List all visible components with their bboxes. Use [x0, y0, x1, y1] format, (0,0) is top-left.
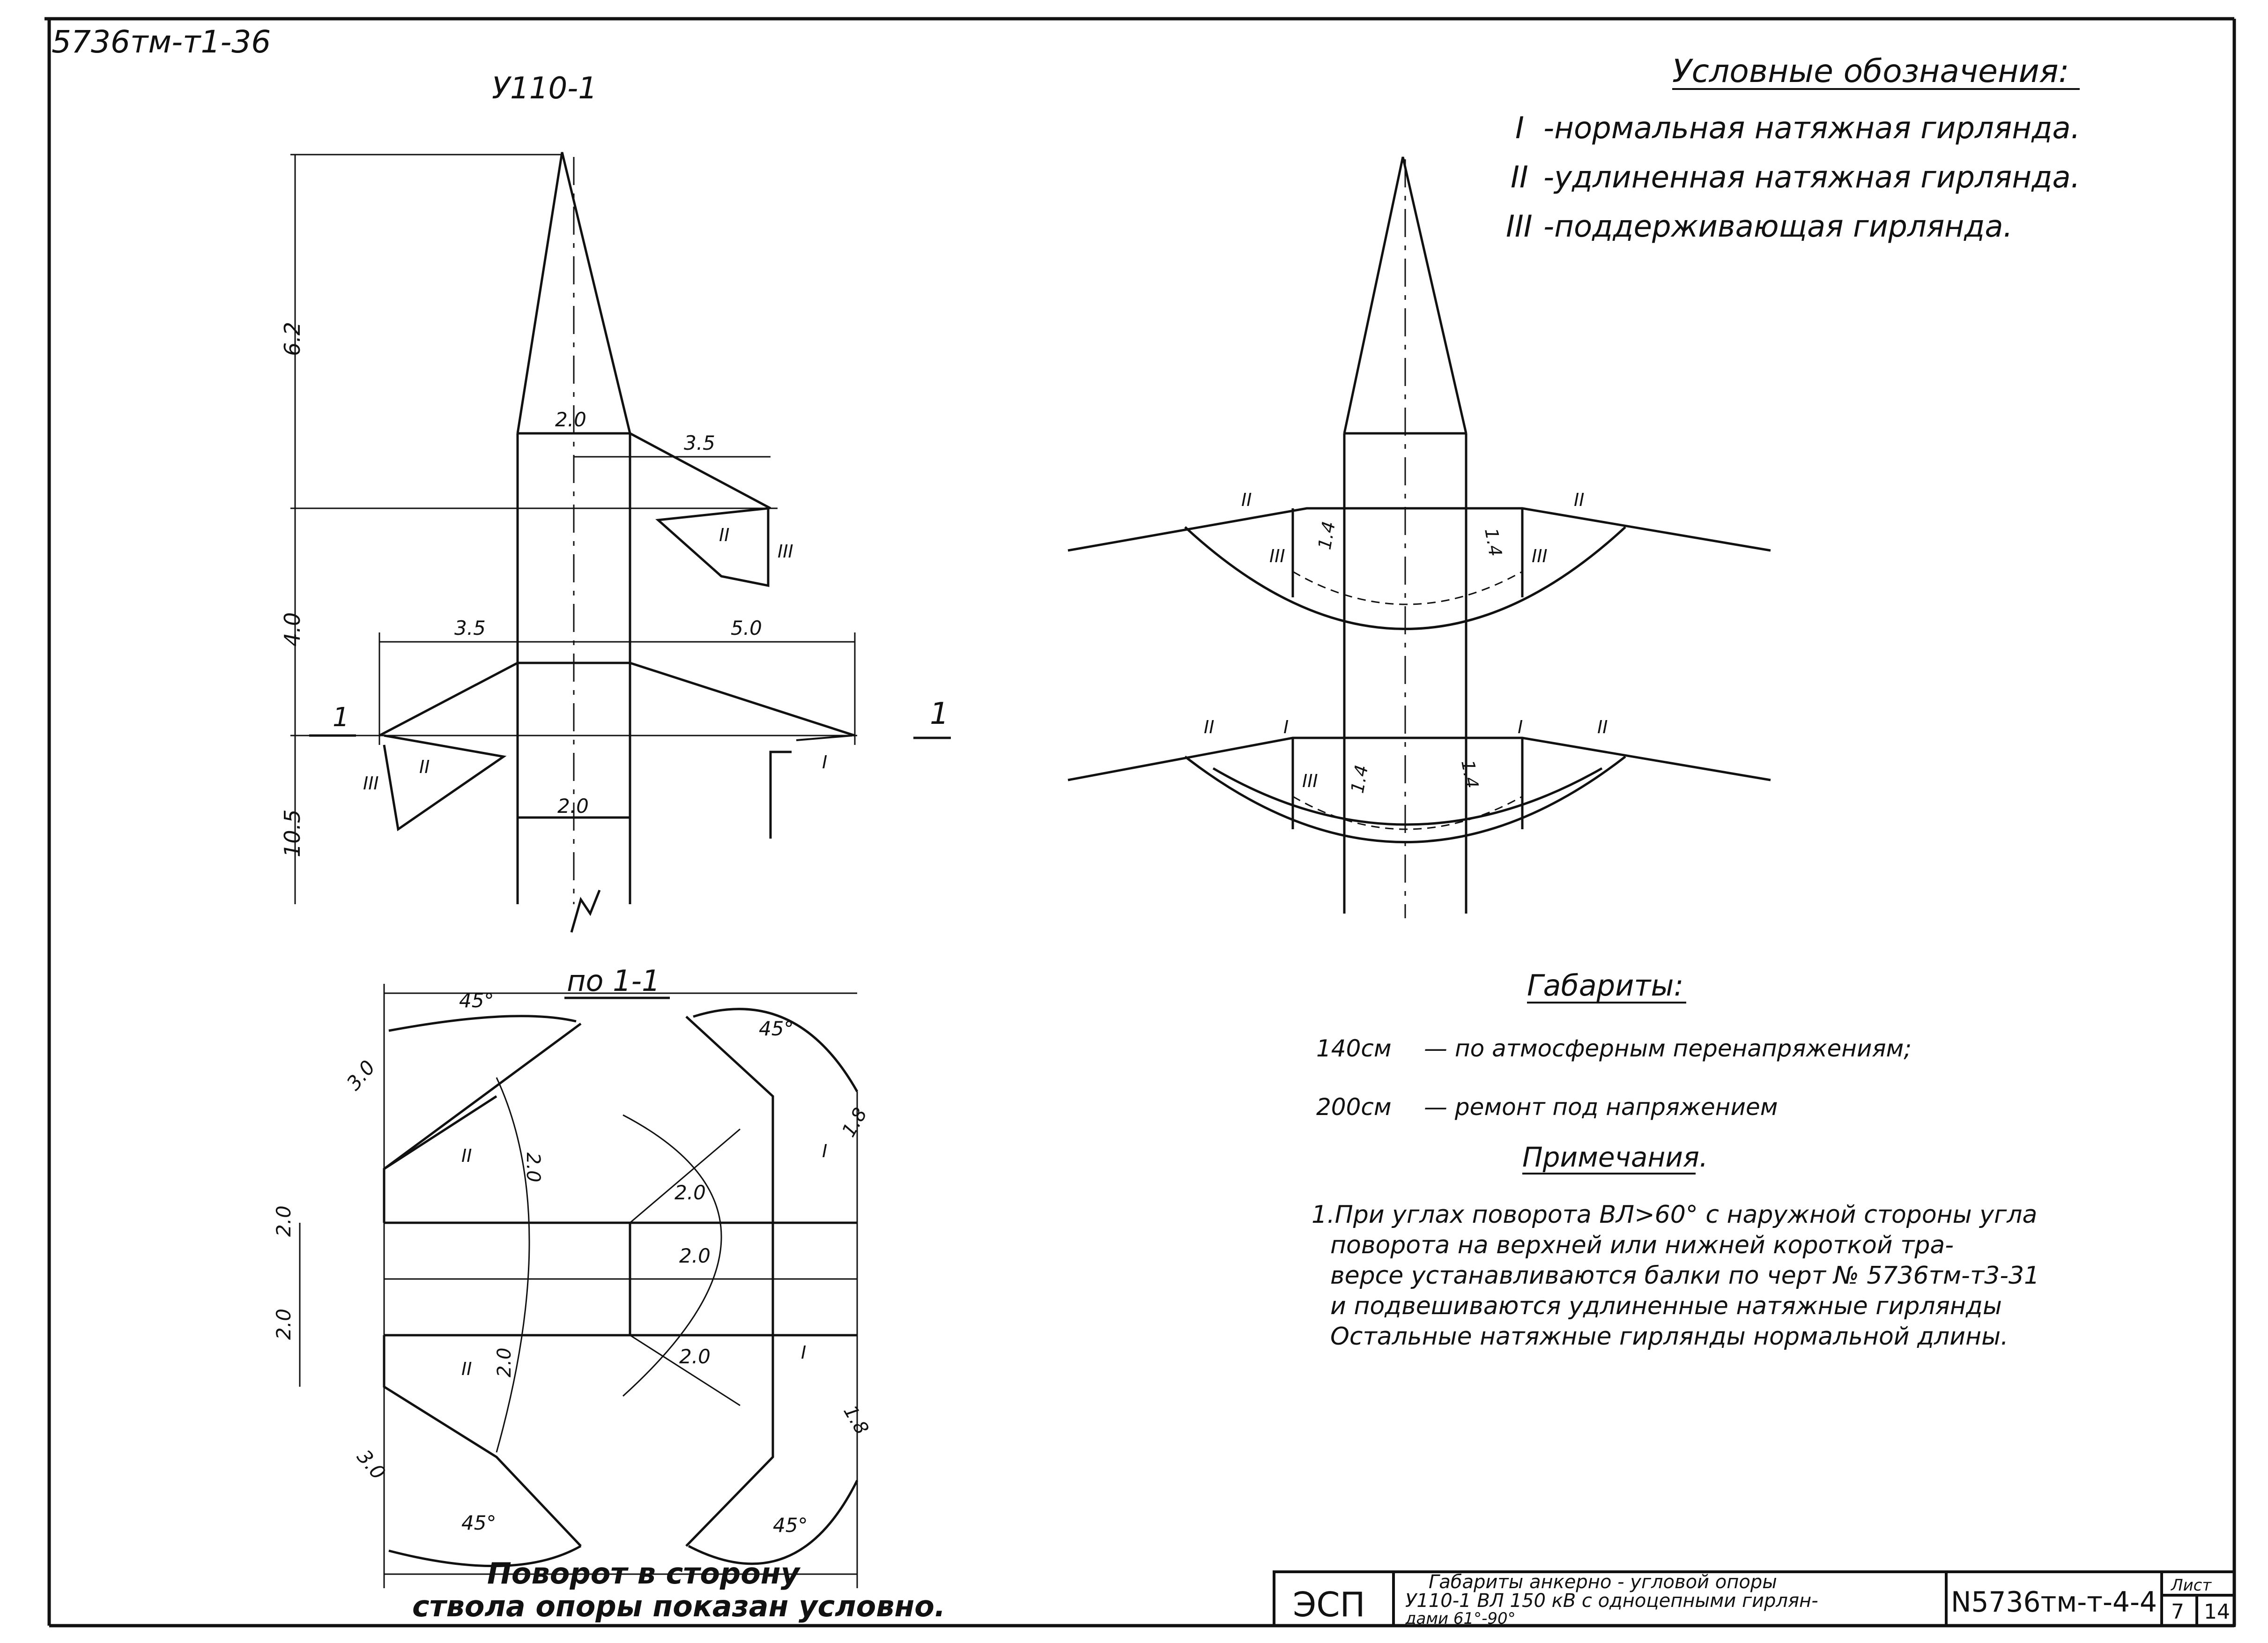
- corner-code: 5736тм-т1-36: [52, 24, 271, 60]
- section-marker-left: 1: [333, 702, 349, 733]
- dim-i-a: 1.4: [1314, 520, 1340, 551]
- clearance-value-2: 200см: [1316, 1093, 1392, 1121]
- dim-w-bot: 2.0: [557, 795, 589, 818]
- dim-arm-right: 5.0: [731, 617, 762, 639]
- dim-h-top: 6.2: [280, 322, 305, 356]
- legend: Условные обозначения: I -нормальная натя…: [1506, 53, 2080, 244]
- legend-text-1: -нормальная натяжная гирлянда.: [1543, 111, 2080, 146]
- dim-v-b: 2.0: [494, 1347, 515, 1377]
- dim-r-c: 2.0: [679, 1345, 711, 1368]
- notes-title: Примечания.: [1522, 1141, 1708, 1173]
- clearance-value-1: 140см: [1316, 1035, 1392, 1062]
- mark-m2: III: [778, 541, 793, 562]
- legend-text-3: -поддерживающая гирлянда.: [1543, 209, 2013, 244]
- mark-m18: I: [801, 1342, 806, 1363]
- note-line-4: и подвешиваются удлиненные натяжные гирл…: [1330, 1292, 2002, 1320]
- dim-r-a: 2.0: [674, 1181, 706, 1204]
- dim-angle-2: 45°: [759, 1017, 793, 1040]
- dim-angle-3: 45°: [461, 1511, 496, 1534]
- mark-m16: I: [822, 1141, 827, 1161]
- section-plan: [299, 984, 859, 1588]
- dim-angle-4: 45°: [773, 1514, 808, 1537]
- dim-arm-top: 3.5: [684, 431, 715, 454]
- dim-angle-1: 45°: [459, 989, 494, 1012]
- note-line-3: версе устанавливаются балки по черт № 57…: [1330, 1262, 2039, 1290]
- mark-m5: I: [822, 752, 827, 773]
- support-label: У110-1: [492, 71, 597, 106]
- mark-m8: II: [1574, 490, 1584, 510]
- note-line-2: поворота на верхней или нижней короткой …: [1330, 1231, 1954, 1259]
- dim-i-b: 1.4: [1481, 527, 1506, 558]
- dim-len-a: 3.0: [342, 1056, 379, 1095]
- drawing-number: N5736тм-т-4-4: [1951, 1586, 2157, 1619]
- legend-text-2: -удлиненная натяжная гирлянда.: [1543, 160, 2080, 195]
- sheet-number: 7: [2171, 1600, 2184, 1624]
- clearance-text-2: — ремонт под напряжением: [1424, 1093, 1778, 1121]
- clearance-text-1: — по атмосферным перенапряжениям;: [1424, 1035, 1912, 1062]
- garland-view: [1067, 156, 1771, 918]
- mark-m1: II: [719, 525, 729, 545]
- section-label: по 1-1: [567, 964, 660, 998]
- title-block-line-2: У110-1 ВЛ 150 кВ с одноцепными гирлян-: [1405, 1590, 1818, 1612]
- support-elevation: [290, 152, 857, 933]
- mark-m3: II: [419, 757, 430, 777]
- note-line-5: Остальные натяжные гирлянды нормальной д…: [1330, 1323, 2009, 1351]
- legend-mark-2: II: [1511, 160, 1528, 195]
- dim-len-c: 2.0: [272, 1205, 295, 1237]
- mark-m10: II: [1204, 717, 1214, 737]
- mark-m7: III: [1269, 546, 1285, 566]
- dim-len-d: 2.0: [272, 1308, 295, 1340]
- dim-h-mid: 4.0: [280, 612, 305, 647]
- mark-m13: I: [1518, 717, 1523, 737]
- title-block-line-3: дами 61°-90°: [1405, 1609, 1516, 1628]
- mark-m4: III: [363, 773, 379, 794]
- clearances-title: Габариты:: [1527, 968, 1683, 1003]
- note-line-1: 1.При углах поворота ВЛ>60° с наружной с…: [1312, 1201, 2037, 1229]
- caption-line-2: ствола опоры показан условно.: [412, 1589, 945, 1623]
- mark-m9: III: [1532, 546, 1548, 566]
- dim-h-bot: 10.5: [280, 810, 305, 857]
- title-block-line-1: Габариты анкерно - угловой опоры: [1429, 1571, 1777, 1593]
- legend-mark-3: III: [1506, 209, 1533, 244]
- mark-m12: III: [1302, 771, 1318, 791]
- mark-m15: II: [461, 1145, 472, 1166]
- mark-m17: II: [461, 1359, 472, 1379]
- title-block-org: ЭСП: [1293, 1585, 1365, 1624]
- dim-s-b: 1.8: [839, 1402, 873, 1438]
- section-marker-right: 1: [930, 697, 949, 731]
- caption-line-1: Поворот в сторону: [487, 1556, 801, 1591]
- dim-i-d: 1.4: [1457, 758, 1482, 790]
- dim-s-a: 1.8: [838, 1104, 872, 1141]
- dim-w-top: 2.0: [555, 408, 586, 431]
- dim-i-c: 1.4: [1347, 763, 1372, 795]
- dim-v-a: 2.0: [522, 1152, 544, 1182]
- legend-mark-1: I: [1515, 111, 1524, 146]
- dim-arm-left: 3.5: [454, 617, 486, 639]
- mark-m14: II: [1597, 717, 1608, 737]
- sheet-total: 14: [2204, 1600, 2230, 1624]
- dim-r-b: 2.0: [679, 1244, 711, 1267]
- mark-m11: I: [1283, 717, 1289, 737]
- mark-m6: II: [1241, 490, 1252, 510]
- title-block: [1273, 1570, 2236, 1627]
- sheet-label: Лист: [2170, 1576, 2212, 1595]
- sheet-frame: [44, 17, 2236, 1628]
- legend-title: Условные обозначения:: [1672, 53, 2069, 90]
